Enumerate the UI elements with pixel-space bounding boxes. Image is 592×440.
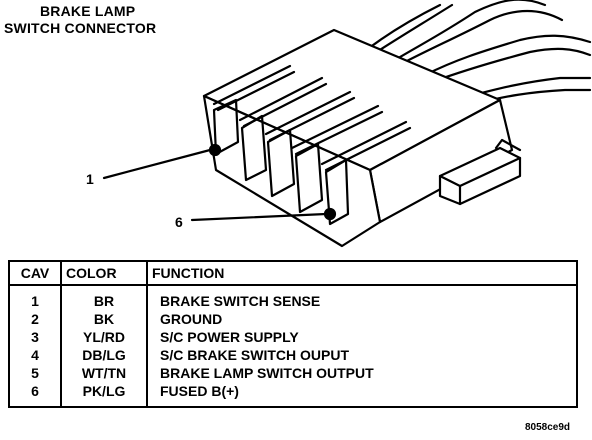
cav-cell: 5	[8, 364, 62, 382]
header-color: COLOR	[60, 260, 148, 286]
cav-cell: 6	[8, 382, 62, 408]
pin-6-label: 6	[175, 214, 183, 230]
pin-6-leader	[190, 212, 328, 222]
function-cell: FUSED B(+)	[146, 382, 578, 408]
table-row: 5 WT/TN BRAKE LAMP SWITCH OUTPUT	[8, 364, 578, 382]
function-cell: S/C BRAKE SWITCH OUPUT	[146, 346, 578, 364]
pinout-table: CAV COLOR FUNCTION 1 BR BRAKE SWITCH SEN…	[8, 260, 578, 408]
title-line-1: BRAKE LAMP	[40, 3, 136, 19]
table-row: 2 BK GROUND	[8, 310, 578, 328]
function-cell: GROUND	[146, 310, 578, 328]
cavity-slots	[212, 64, 412, 226]
header-function: FUNCTION	[146, 260, 578, 286]
header-cav: CAV	[8, 260, 62, 286]
pin-1-label: 1	[86, 171, 94, 187]
diagram-title: BRAKE LAMP SWITCH CONNECTOR	[4, 3, 156, 37]
table-header-row: CAV COLOR FUNCTION	[8, 260, 578, 286]
color-cell: PK/LG	[60, 382, 148, 408]
cav-cell: 1	[8, 285, 62, 310]
cav-cell: 2	[8, 310, 62, 328]
color-cell: BK	[60, 310, 148, 328]
cav-cell: 4	[8, 346, 62, 364]
figure-id: 8058ce9d	[524, 422, 570, 433]
color-cell: YL/RD	[60, 328, 148, 346]
title-line-2: SWITCH CONNECTOR	[4, 20, 157, 36]
function-cell: S/C POWER SUPPLY	[146, 328, 578, 346]
table-row: 6 PK/LG FUSED B(+)	[8, 382, 578, 408]
color-cell: WT/TN	[60, 364, 148, 382]
table-row: 4 DB/LG S/C BRAKE SWITCH OUPUT	[8, 346, 578, 364]
function-cell: BRAKE LAMP SWITCH OUTPUT	[146, 364, 578, 382]
connector-illustration	[102, 0, 592, 248]
function-cell: BRAKE SWITCH SENSE	[146, 285, 578, 310]
cav-cell: 3	[8, 328, 62, 346]
table-row: 3 YL/RD S/C POWER SUPPLY	[8, 328, 578, 346]
table-row: 1 BR BRAKE SWITCH SENSE	[8, 285, 578, 310]
pin-1-leader	[102, 148, 212, 180]
color-cell: BR	[60, 285, 148, 310]
connector-body	[202, 28, 522, 248]
color-cell: DB/LG	[60, 346, 148, 364]
pin-1-terminal	[208, 143, 222, 157]
